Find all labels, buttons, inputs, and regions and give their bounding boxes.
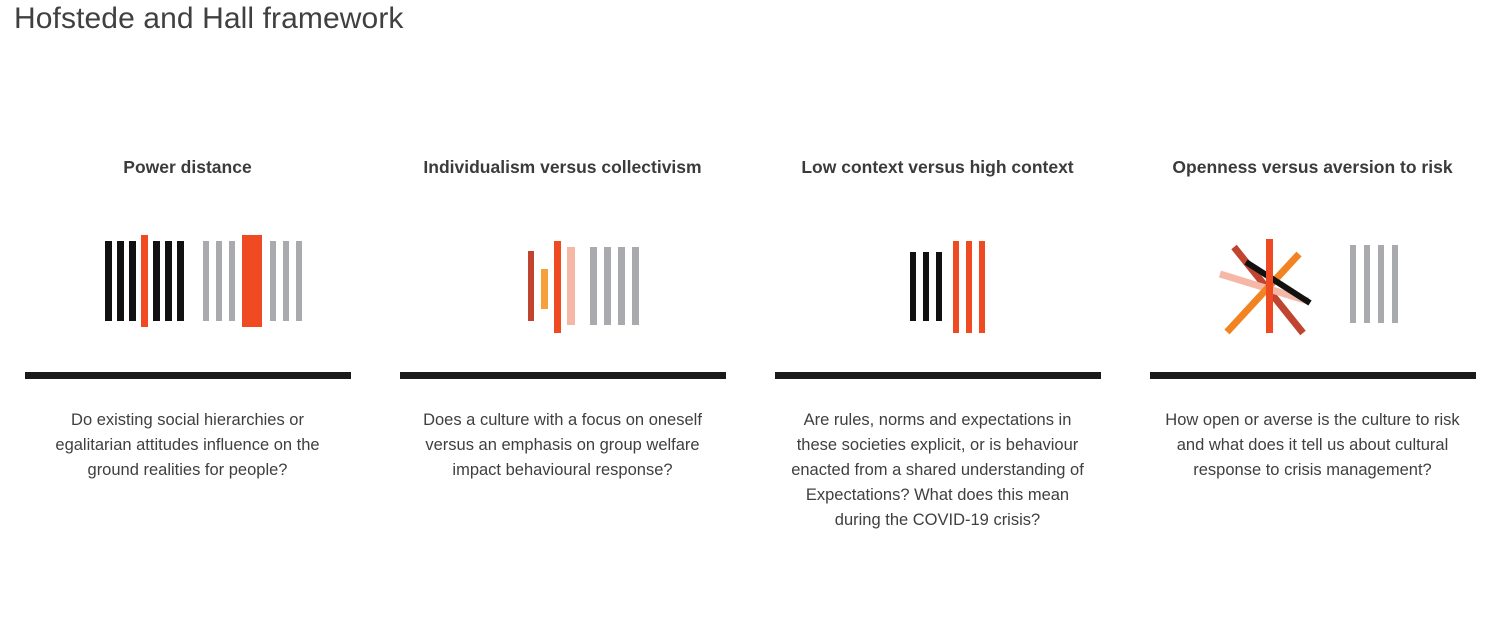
framework-column-power-distance: Power distance Do existing social hierar… [0,155,375,533]
column-heading: Individualism versus collectivism [423,157,702,177]
bar-cluster-staggered-heights-icon [398,217,728,372]
crossed-lines-and-grey-bars-icon [1148,217,1478,372]
column-heading: Low context versus high context [801,157,1074,177]
page-title: Hofstede and Hall framework [14,2,404,35]
column-heading: Power distance [123,157,252,177]
column-caption: Does a culture with a focus on oneself v… [423,411,702,480]
column-caption: Are rules, norms and expectations in the… [791,411,1084,530]
column-divider [1149,372,1476,379]
column-divider [774,372,1101,379]
icon-graphic [1218,239,1398,336]
column-heading: Openness versus aversion to risk [1172,157,1453,177]
framework-column-openness-versus-aversion-to-risk: Openness versus aversion to risk How ope… [1125,155,1500,533]
column-caption: How open or averse is the culture to ris… [1165,411,1460,480]
icon-graphic [104,235,302,327]
icon-graphic [909,241,985,333]
framework-column-low-context-versus-high-context: Low context versus high context Are rule… [750,155,1125,533]
column-caption: Do existing social hierarchies or egalit… [55,411,320,480]
framework-column-individualism-versus-collectivism: Individualism versus collectivism Does a… [375,155,750,533]
column-divider [399,372,726,379]
bar-cluster-black-orange-grey-icon [23,217,353,372]
framework-columns: Power distance Do existing social hierar… [0,155,1500,533]
bar-cluster-black-orange-pairs-icon [773,217,1103,372]
column-divider [24,372,351,379]
icon-graphic [527,241,639,333]
